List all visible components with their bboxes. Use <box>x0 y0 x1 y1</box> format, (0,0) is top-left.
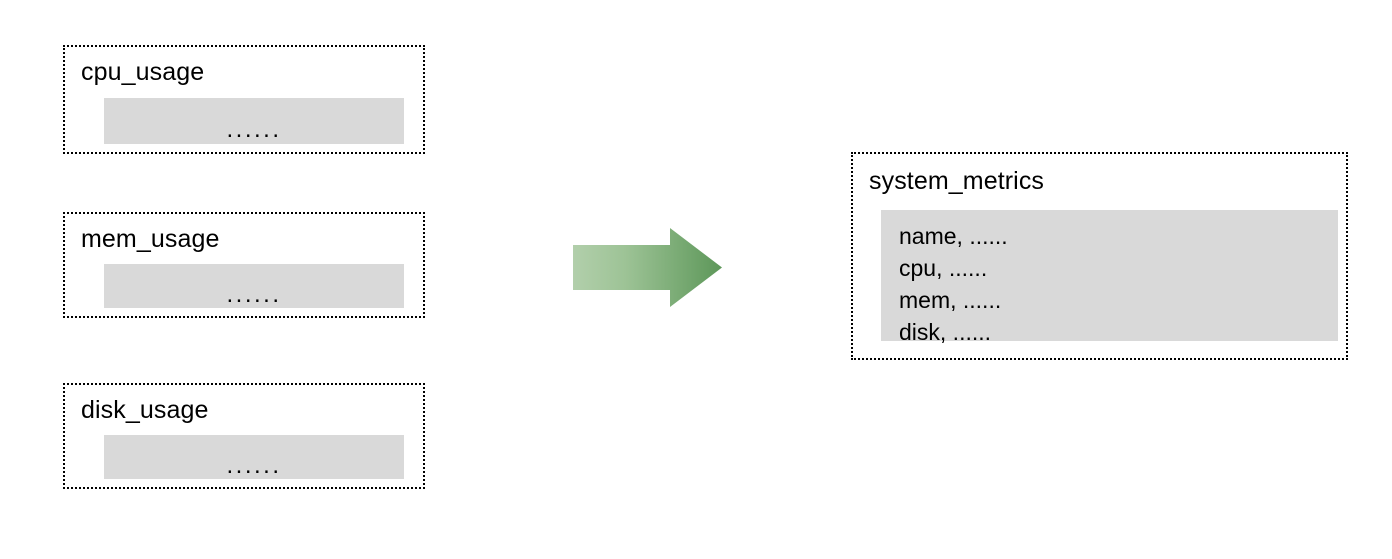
source-node-title-cpu-usage: cpu_usage <box>81 58 205 86</box>
source-payload-ellipsis-cpu-usage: ...... <box>226 116 282 143</box>
target-field-row-mem: mem, ...... <box>899 287 1002 313</box>
source-node-cpu-usage[interactable]: cpu_usage ...... <box>63 45 425 154</box>
merge-arrow-icon <box>573 228 725 308</box>
target-field-row-disk: disk, ...... <box>899 319 992 345</box>
target-field-row-name: name, ...... <box>899 223 1008 249</box>
source-node-title-disk-usage: disk_usage <box>81 396 209 424</box>
target-node-system-metrics[interactable]: system_metrics name, ...... cpu, ...... … <box>851 152 1348 360</box>
source-node-mem-usage[interactable]: mem_usage ...... <box>63 212 425 318</box>
source-node-title-mem-usage: mem_usage <box>81 225 220 253</box>
source-payload-ellipsis-disk-usage: ...... <box>226 452 282 479</box>
source-node-disk-usage[interactable]: disk_usage ...... <box>63 383 425 489</box>
target-field-row-cpu: cpu, ...... <box>899 255 988 281</box>
target-node-title-system-metrics: system_metrics <box>869 167 1045 195</box>
target-payload-system-metrics: name, ...... cpu, ...... mem, ...... dis… <box>881 210 1338 345</box>
source-payload-disk-usage: ...... <box>104 435 404 479</box>
source-payload-ellipsis-mem-usage: ...... <box>226 281 282 308</box>
source-payload-mem-usage: ...... <box>104 264 404 308</box>
source-payload-cpu-usage: ...... <box>104 98 404 144</box>
merge-arrow-shape <box>573 228 722 307</box>
target-field-list: name, ...... cpu, ...... mem, ...... dis… <box>899 220 1008 348</box>
